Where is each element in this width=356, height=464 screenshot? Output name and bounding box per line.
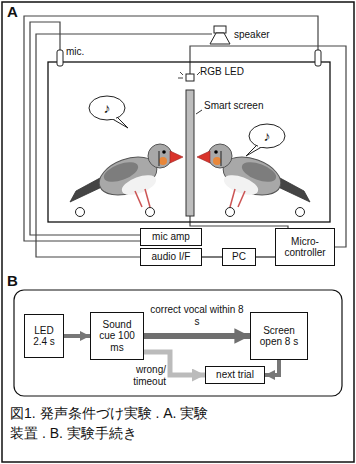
edge-label: correct vocal within 8 s: [149, 304, 245, 327]
process-box: LED 2.4 s: [24, 314, 64, 358]
process-box: Sound cue 100 ms: [90, 312, 144, 360]
connector: [265, 360, 279, 375]
bird-left: [70, 144, 183, 207]
bird-right: [197, 144, 310, 207]
process-box: Screen open 8 s: [250, 312, 308, 360]
part-label: speaker: [234, 29, 270, 41]
speaker-icon: [210, 26, 230, 44]
process-box: mic amp: [140, 228, 202, 246]
speech-bubble: ♪: [92, 96, 122, 120]
process-box: next trial: [205, 366, 265, 384]
process-box: Micro-controller: [275, 228, 335, 266]
cage: [48, 62, 330, 222]
node-text: Micro-controller: [280, 236, 330, 259]
node-text: mic amp: [152, 231, 190, 243]
node-text: ♪: [104, 100, 111, 116]
node-text: ♪: [264, 128, 271, 144]
node-text: Screen open 8 s: [255, 325, 303, 348]
connector: [256, 256, 275, 257]
connector: [144, 333, 250, 339]
microphone: [315, 50, 321, 66]
panel-letter: A: [7, 3, 18, 20]
part-label: RGB LED: [200, 66, 244, 78]
smart-screen: [186, 90, 194, 216]
edge-label: wrong/ timeout: [120, 364, 166, 387]
process-box: PC: [222, 248, 256, 266]
perches: [76, 208, 305, 217]
node-text: LED 2.4 s: [29, 325, 59, 348]
connector: [202, 256, 222, 257]
speech-bubble: ♪: [252, 124, 282, 148]
rgb-led: [178, 72, 200, 81]
connector: [64, 334, 90, 338]
node-text: audio I/F: [152, 251, 191, 263]
leader-line: [196, 110, 202, 114]
microphone: [57, 50, 63, 66]
node-text: Sound cue 100 ms: [95, 319, 139, 354]
wires: [24, 16, 346, 257]
node-text: next trial: [216, 369, 254, 381]
panel-letter: B: [7, 272, 18, 289]
process-box: audio I/F: [140, 248, 202, 266]
figure-caption: 図1. 発声条件づけ実験 . A. 実験装置 . B. 実験手続き: [10, 403, 215, 444]
procedure-frame: [14, 290, 342, 396]
node-text: PC: [232, 251, 246, 263]
part-label: Smart screen: [204, 100, 263, 112]
part-label: mic.: [66, 46, 84, 58]
